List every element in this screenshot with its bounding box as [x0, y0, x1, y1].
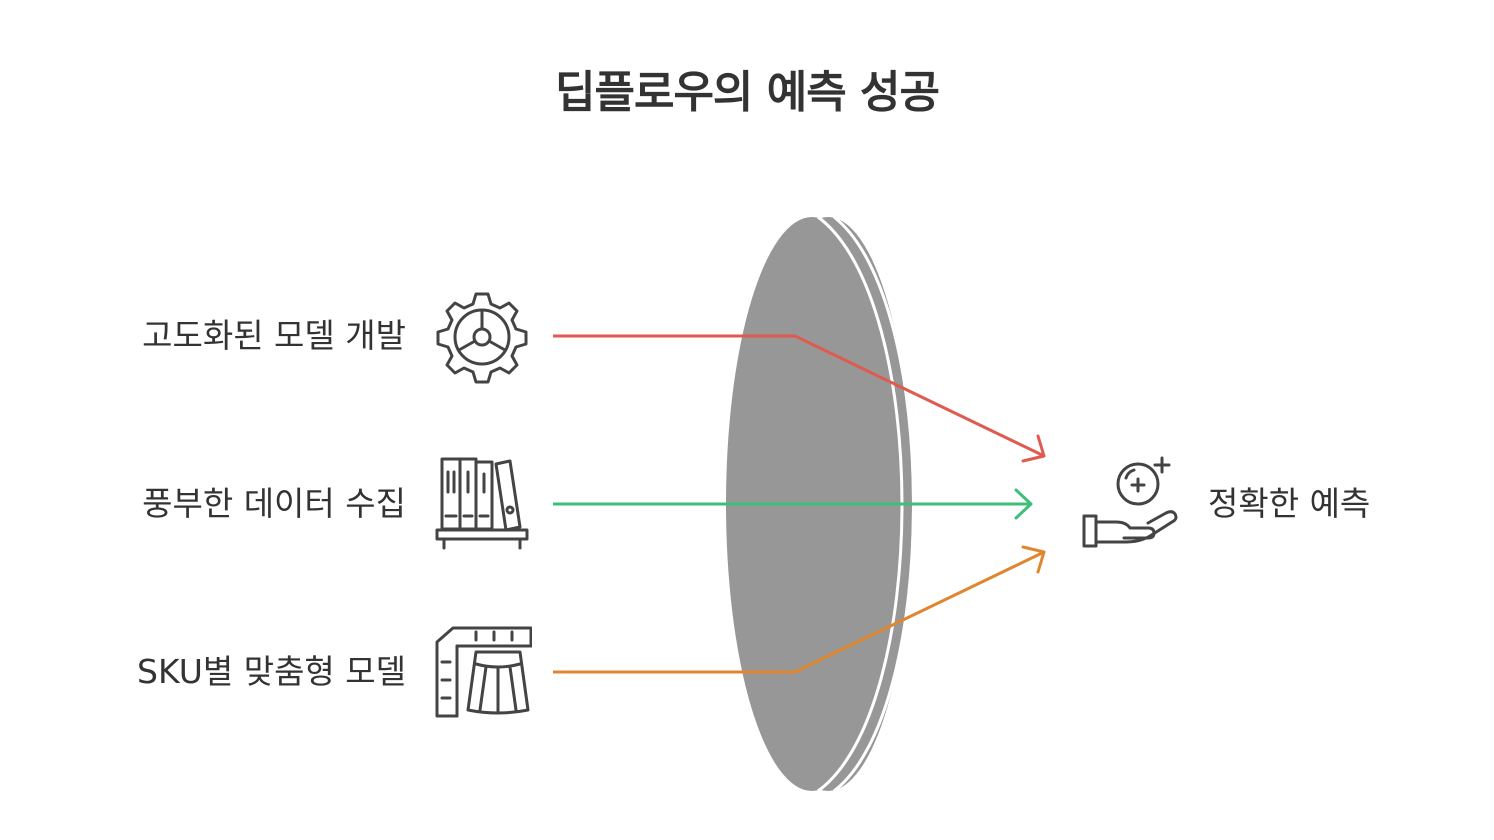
bookshelf-icon — [435, 457, 529, 550]
input-label-sku: SKU별 맞춤형 모델 — [137, 652, 406, 691]
output-label: 정확한 예측 — [1208, 484, 1371, 523]
arrow-data — [553, 488, 1033, 520]
hand-crystal-ball-icon — [1082, 456, 1178, 548]
diagram-title: 딥플로우의 예측 성공 — [555, 67, 940, 118]
skirt-ruler-icon — [435, 626, 532, 718]
input-label-data: 풍부한 데이터 수집 — [142, 484, 406, 523]
arrow-sku — [553, 545, 1046, 674]
arrow-model — [553, 334, 1046, 463]
input-label-model: 고도화된 모델 개발 — [142, 316, 406, 355]
gear-steering-icon — [436, 292, 528, 384]
